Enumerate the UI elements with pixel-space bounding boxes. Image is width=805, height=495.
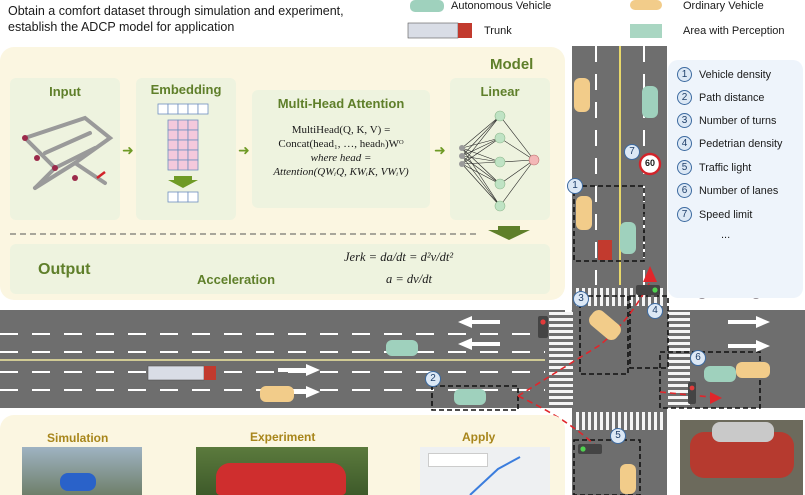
- arrow-input-embedding: ➜: [122, 142, 134, 158]
- perception-box-6: [659, 351, 761, 409]
- linear-card: Linear: [450, 78, 550, 220]
- perception-box-2: [431, 385, 519, 411]
- experiment-label: Experiment: [250, 430, 316, 444]
- output-label: Output: [38, 261, 91, 278]
- map-marker-1: 1: [567, 178, 583, 194]
- model-divider: [10, 226, 530, 240]
- input-label: Input: [49, 84, 81, 99]
- factor-number: 3: [677, 113, 692, 128]
- map-marker-5: 5: [610, 428, 626, 444]
- acceleration-equation: a = dv/dt: [386, 272, 432, 286]
- factor-label: Vehicle density: [699, 68, 772, 81]
- factor-number: 6: [677, 183, 692, 198]
- truck-legend: [407, 22, 459, 39]
- arrow-attention-linear: ➜: [434, 142, 446, 158]
- map-marker-2: 2: [425, 371, 441, 387]
- attention-eq-line2: Concat(head₁, …, headₕ)Wᴼ: [278, 138, 404, 150]
- factor-row-5: 5 Traffic light: [677, 160, 751, 175]
- factor-row-4: 4 Pedetrian density: [677, 136, 782, 151]
- speed-limit-value: 60: [644, 158, 655, 168]
- factor-label: Traffic light: [699, 161, 752, 174]
- attention-eq-line4: Attention(QWᵢQ, KWᵢK, VWᵢV): [273, 166, 409, 178]
- perception-box-4: [629, 295, 669, 369]
- planned-route: [517, 281, 651, 451]
- perception-box-3: [579, 295, 629, 375]
- attention-label: Multi-Head Attention: [277, 96, 405, 111]
- header-description: Obtain a comfort dataset through simulat…: [8, 4, 344, 34]
- legend-trunk: Trunk: [484, 25, 512, 37]
- speed-limit-sign: [638, 152, 662, 176]
- factor-row-2: 2 Path distance: [677, 90, 764, 105]
- map-marker-3: 3: [573, 291, 589, 307]
- input-card: Input: [10, 78, 120, 220]
- jerk-equation: Jerk = da/dt = d²v/dt²: [344, 250, 454, 264]
- factor-row-6: 6 Number of lanes: [677, 183, 778, 198]
- simulation-label: Simulation: [47, 431, 109, 445]
- output-card: [10, 244, 550, 294]
- factor-label: Number of turns: [699, 114, 777, 127]
- factor-number: 1: [677, 67, 692, 82]
- neural-network-icon: [459, 110, 540, 212]
- apply-label: Apply: [462, 430, 496, 444]
- legend-ordinary-vehicle: Ordinary Vehicle: [683, 0, 764, 12]
- legend-area-with-perception: Area with Perception: [683, 25, 785, 37]
- truck-road: [147, 365, 205, 381]
- map-marker-6: 6: [690, 350, 706, 366]
- linear-label: Linear: [480, 84, 520, 99]
- ordinary-vehicles: [260, 0, 770, 494]
- ellipsis: ...: [721, 229, 731, 241]
- experiment-image: [196, 447, 368, 495]
- attention-eq-line3: where head =: [310, 152, 372, 164]
- factor-number: 2: [677, 90, 692, 105]
- apply-map-image: [420, 447, 550, 495]
- map-marker-7: 7: [624, 144, 640, 160]
- embedding-matrix-icon: [157, 103, 209, 203]
- factor-label: Speed limit: [699, 208, 753, 221]
- legend-autonomous-vehicle: Autonomous Vehicle: [451, 0, 552, 12]
- factor-number: 7: [677, 207, 692, 222]
- factor-row-7: 7 Speed limit: [677, 207, 752, 222]
- perception-box-1: [573, 185, 645, 262]
- attention-eq-line1: MultiHead(Q, K, V) =: [291, 124, 391, 136]
- factor-label: Number of lanes: [699, 184, 779, 197]
- factor-label: Path distance: [699, 91, 765, 104]
- attention-card: Multi-Head Attention MultiHead(Q, K, V) …: [252, 90, 430, 208]
- embedding-card: Embedding: [136, 78, 236, 220]
- factor-row-3: 3 Number of turns: [677, 113, 776, 128]
- model-title: Model: [490, 56, 534, 73]
- embedding-label: Embedding: [150, 82, 222, 97]
- factor-number: 5: [677, 160, 692, 175]
- factor-number: 4: [677, 136, 692, 151]
- road-network-icon: [22, 115, 114, 190]
- factor-row-1: 1 Vehicle density: [677, 67, 771, 82]
- perception-box-5: [573, 439, 641, 495]
- arrow-embedding-attention: ➜: [238, 142, 250, 158]
- factor-label: Pedetrian density: [699, 137, 783, 150]
- acceleration-label: Acceleration: [197, 272, 276, 287]
- simulation-image: [22, 447, 142, 495]
- map-marker-4: 4: [647, 303, 663, 319]
- autonomous-vehicles: [386, 0, 736, 405]
